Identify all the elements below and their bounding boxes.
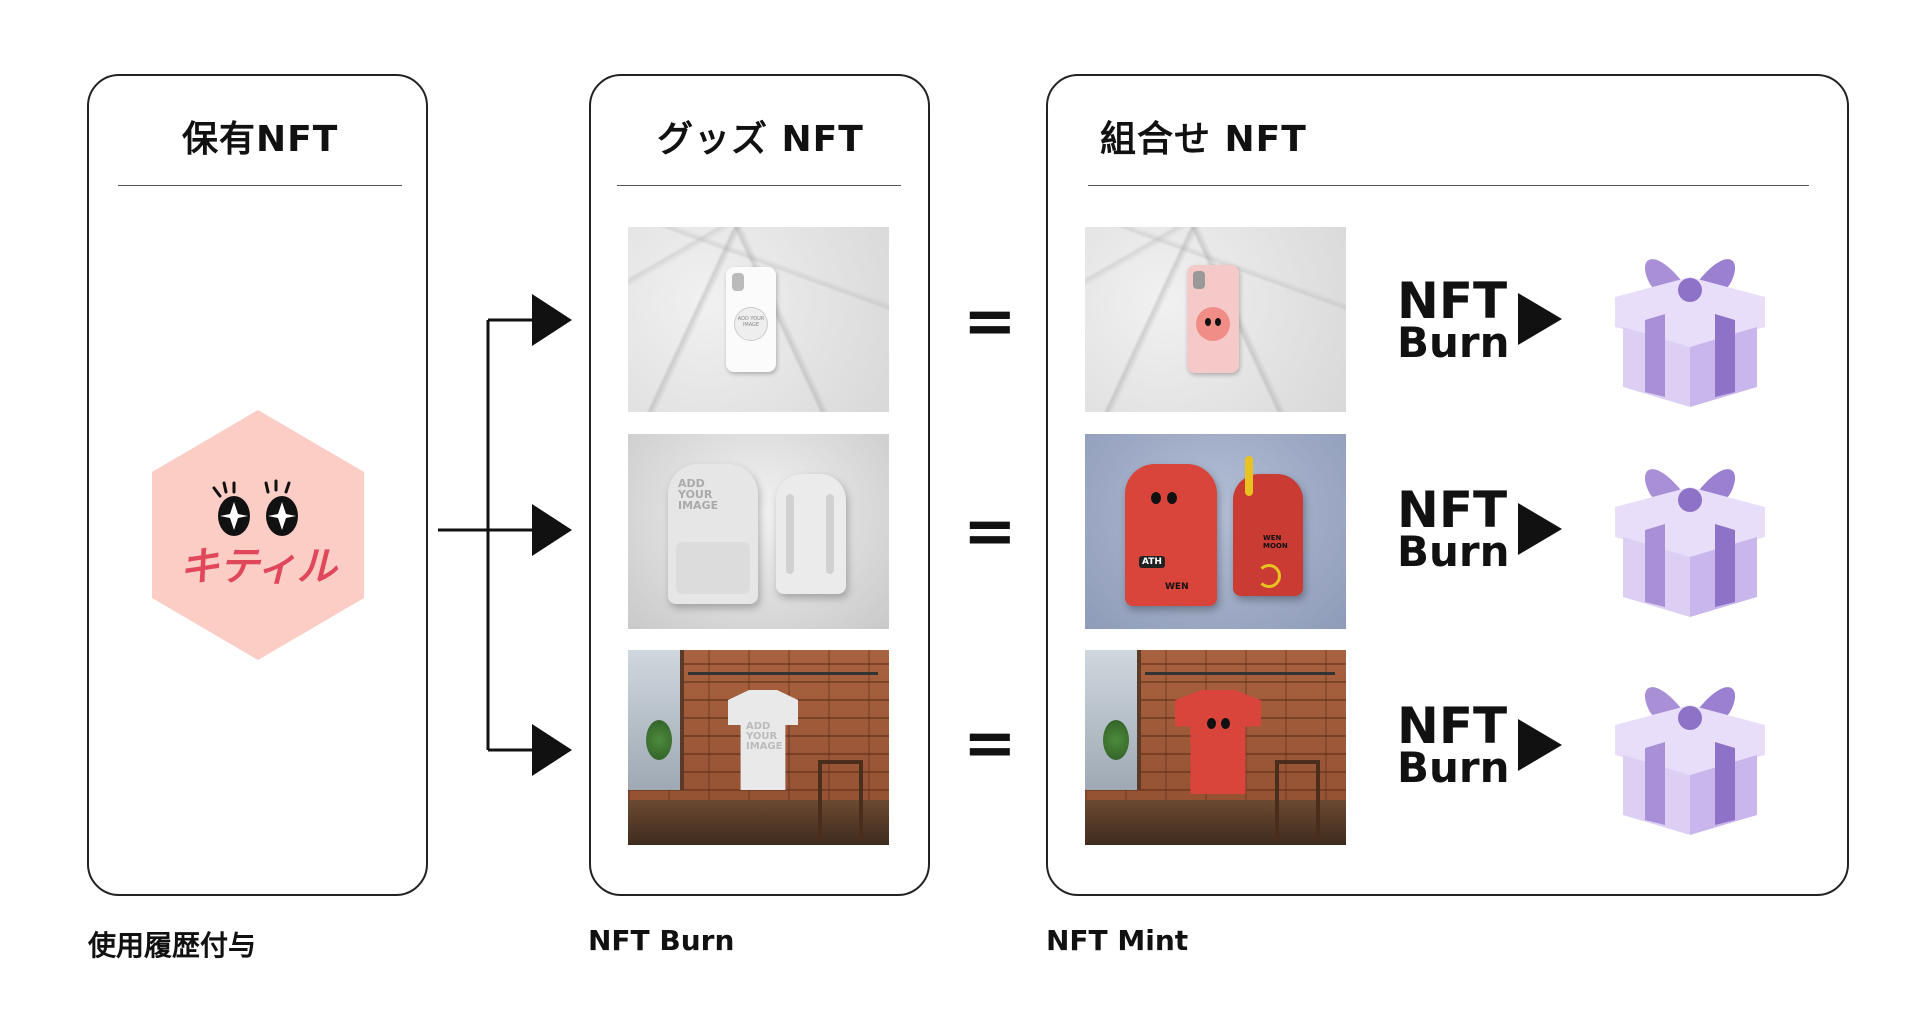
plant bbox=[646, 720, 672, 760]
branch-arrows bbox=[430, 290, 580, 780]
red-tshirt bbox=[1175, 690, 1261, 794]
phone-grip: ADD YOUR IMAGE bbox=[734, 307, 768, 341]
goods-backpack-image: ADD YOUR IMAGE bbox=[628, 434, 889, 629]
phone-grip-logo bbox=[1196, 307, 1230, 341]
backpack-front: ADD YOUR IMAGE bbox=[668, 464, 758, 604]
goods-nft-divider bbox=[617, 185, 901, 186]
combined-nft-divider bbox=[1088, 185, 1809, 186]
equals-sign-row-1: = bbox=[963, 290, 1017, 354]
arrow-head-top bbox=[532, 294, 572, 346]
burn-label-row-1: NFT Burn bbox=[1397, 278, 1510, 363]
owned-nft-divider bbox=[118, 185, 402, 186]
gift-icon bbox=[1595, 432, 1785, 622]
owned-nft-caption: 使用履歴付与 bbox=[88, 924, 256, 964]
mockup-text-tshirt: ADD YOUR IMAGE bbox=[746, 722, 788, 752]
backpack-tag-wen-moon: WEN MOON bbox=[1263, 534, 1297, 550]
owned-nft-title: 保有NFT bbox=[182, 110, 338, 162]
gift-icon bbox=[1595, 222, 1785, 412]
hanger-rod bbox=[688, 672, 878, 675]
play-arrow-icon bbox=[1518, 293, 1562, 345]
goods-phone-image: ADD YOUR IMAGE bbox=[628, 227, 889, 412]
combined-nft-caption: NFT Mint bbox=[1046, 924, 1188, 957]
backpack-tag-ath: ATH bbox=[1139, 556, 1165, 568]
combined-backpack-image: ATH WEN WEN MOON bbox=[1085, 434, 1346, 629]
backpack-back bbox=[776, 474, 846, 594]
play-arrow-icon bbox=[1518, 719, 1562, 771]
phone-case: ADD YOUR IMAGE bbox=[726, 267, 776, 372]
tshirt: ADD YOUR IMAGE bbox=[728, 690, 798, 790]
equals-sign-row-3: = bbox=[963, 712, 1017, 776]
burn-label-burn: Burn bbox=[1397, 533, 1510, 572]
phone-case-pink bbox=[1187, 265, 1239, 373]
burn-label-burn: Burn bbox=[1397, 324, 1510, 363]
combined-tshirt-image bbox=[1085, 650, 1346, 845]
arrow-head-middle bbox=[532, 504, 572, 556]
combined-nft-title: 組合せ NFT bbox=[1100, 110, 1307, 162]
combined-phone-image bbox=[1085, 227, 1346, 412]
burn-label-burn: Burn bbox=[1397, 749, 1510, 788]
goods-nft-caption: NFT Burn bbox=[588, 924, 734, 957]
kitel-logo: キティル bbox=[148, 410, 368, 660]
chair bbox=[818, 760, 863, 840]
mockup-text-backpack: ADD YOUR IMAGE bbox=[678, 478, 728, 511]
red-backpack-front: ATH WEN bbox=[1125, 464, 1217, 606]
logo-hexagon bbox=[152, 410, 364, 660]
backpack-tag-wen: WEN bbox=[1165, 582, 1189, 592]
burn-label-row-3: NFT Burn bbox=[1397, 703, 1510, 788]
equals-sign-row-2: = bbox=[963, 500, 1017, 564]
red-backpack-back: WEN MOON bbox=[1233, 474, 1303, 596]
play-arrow-icon bbox=[1518, 503, 1562, 555]
arrow-head-bottom bbox=[532, 724, 572, 776]
goods-nft-title: グッズ NFT bbox=[657, 110, 864, 162]
goods-tshirt-image: ADD YOUR IMAGE bbox=[628, 650, 889, 845]
yellow-straps bbox=[1245, 456, 1253, 496]
burn-label-row-2: NFT Burn bbox=[1397, 487, 1510, 572]
logo-text: キティル bbox=[179, 544, 339, 590]
mockup-text-phone: ADD YOUR IMAGE bbox=[738, 316, 765, 328]
gift-icon bbox=[1595, 650, 1785, 840]
